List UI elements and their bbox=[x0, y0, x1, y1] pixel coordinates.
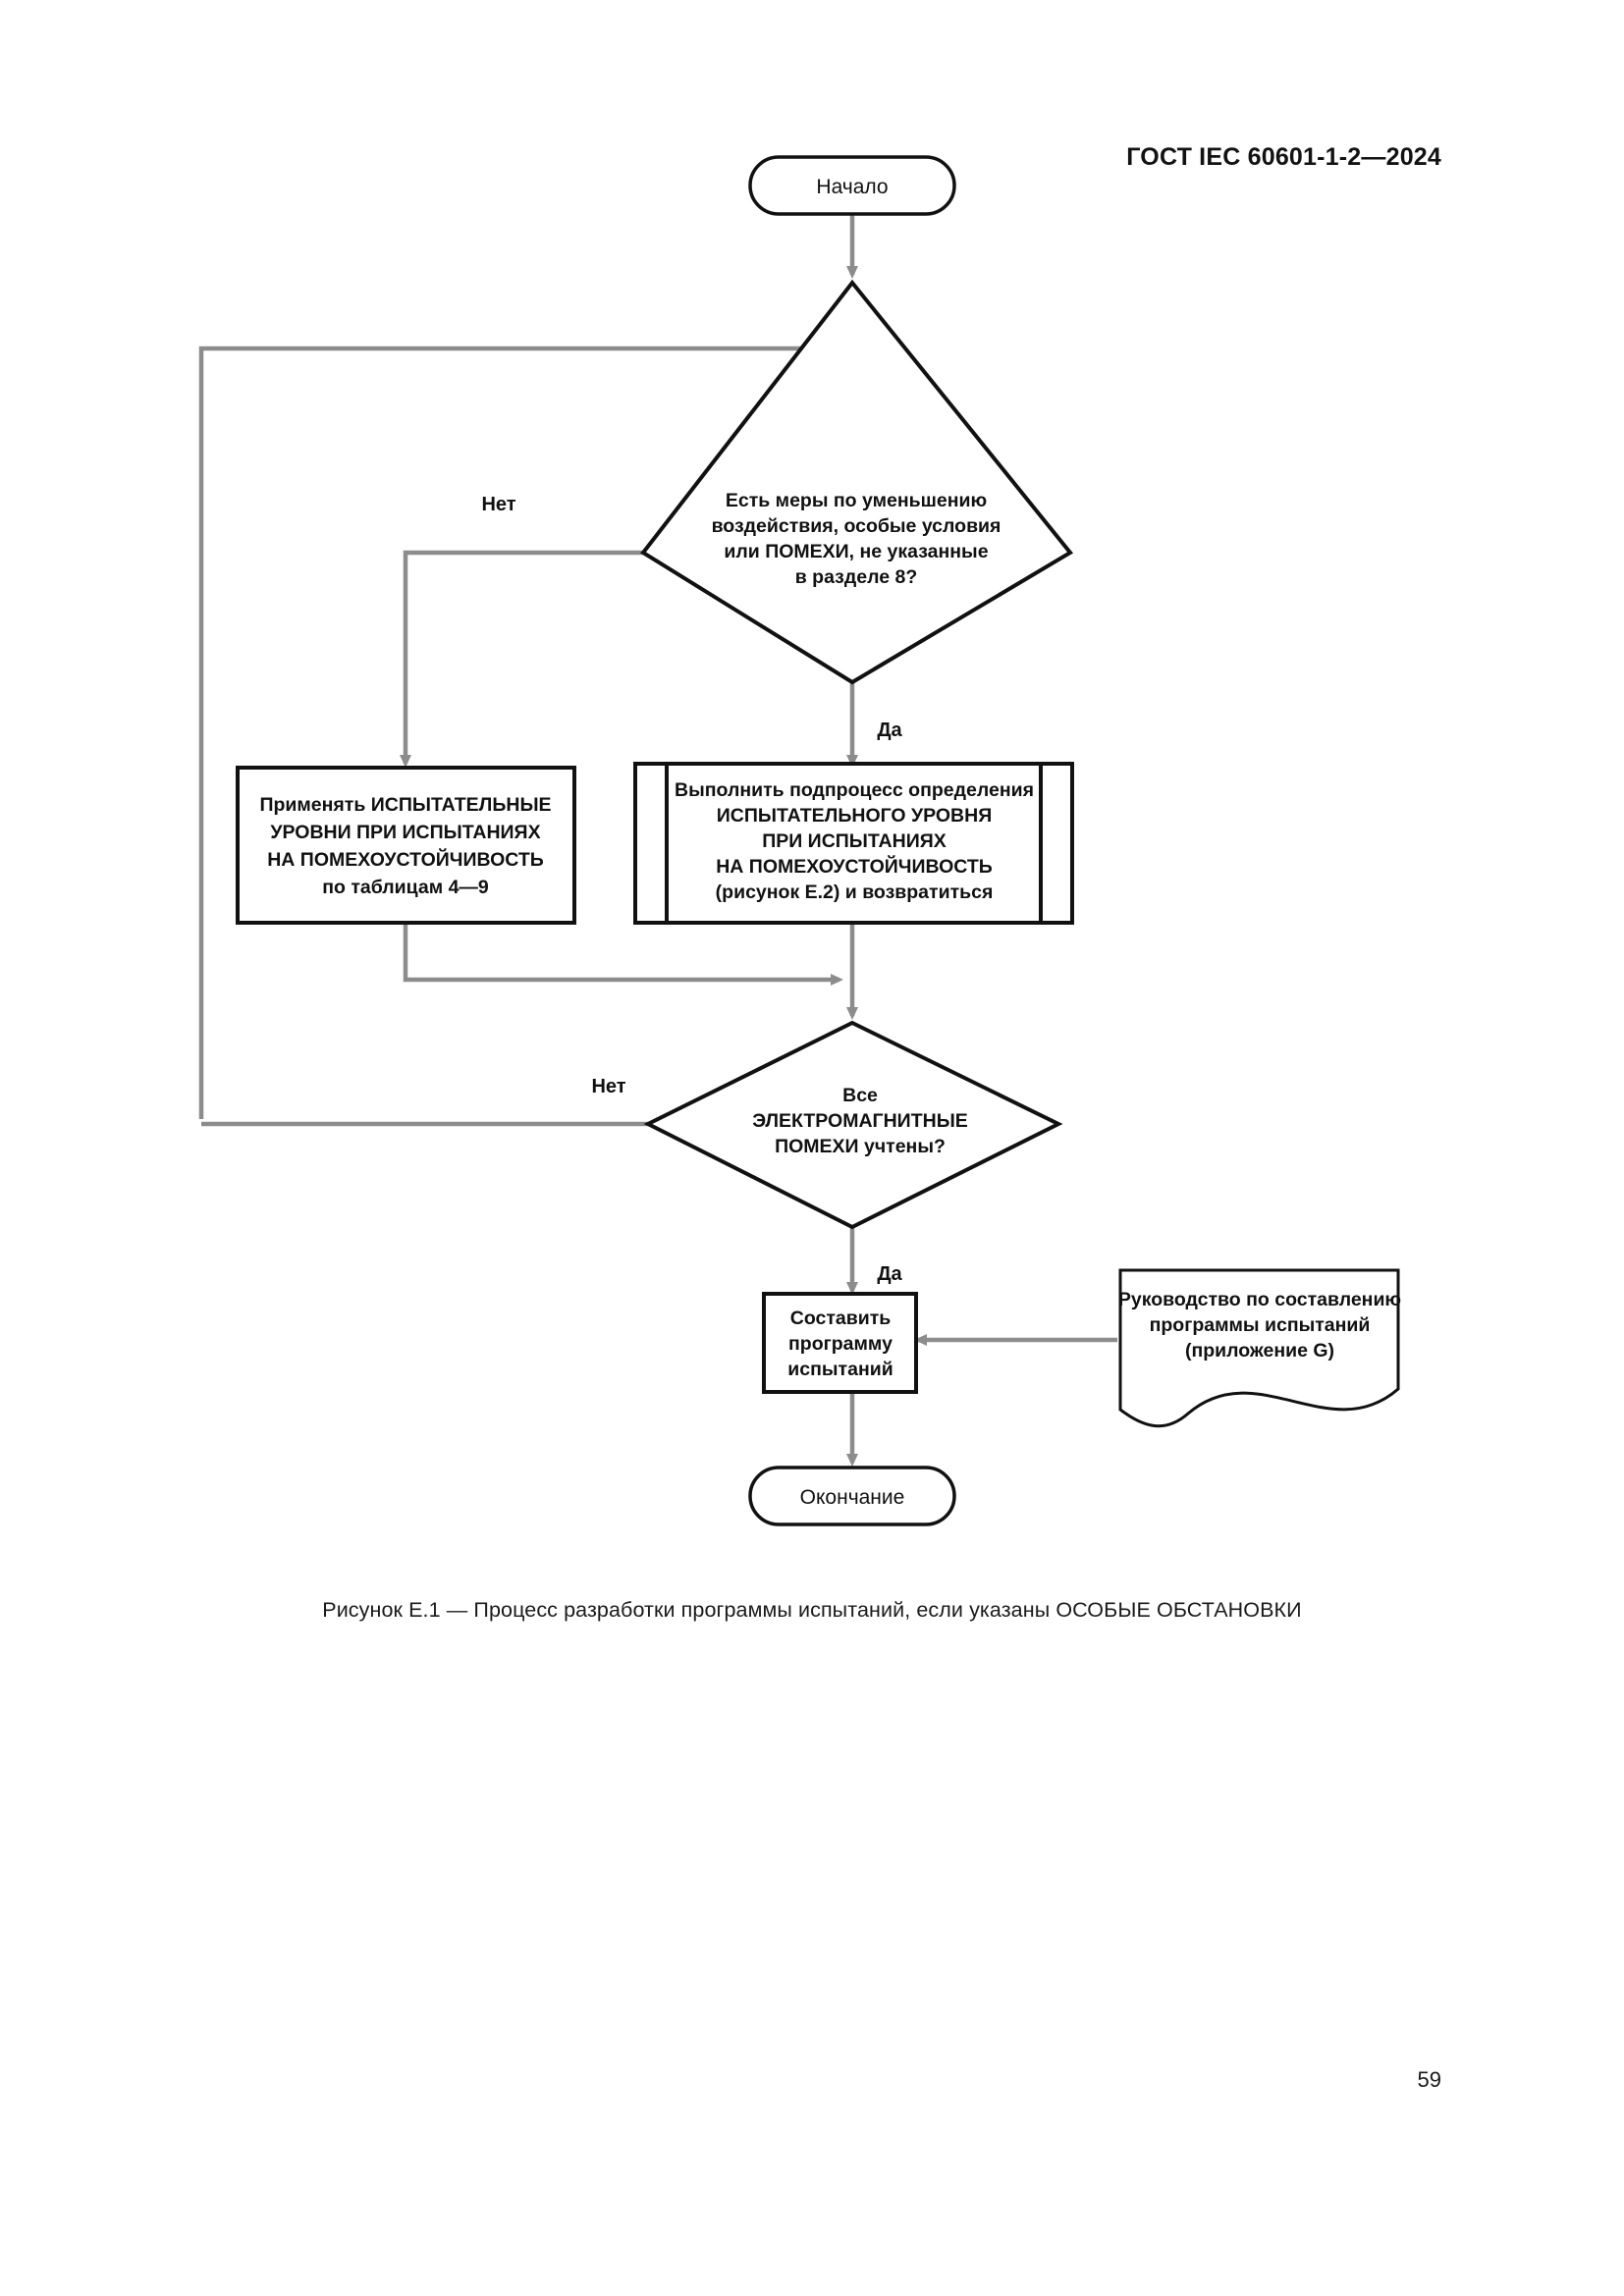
node-subprocess-right[interactable]: Выполнить подпроцесс определения ИСПЫТАТ… bbox=[633, 762, 1074, 925]
document-guide-line-2: программы испытаний bbox=[1150, 1314, 1371, 1336]
process-left-line-4: по таблицам 4—9 bbox=[322, 877, 489, 898]
decision-2-shape bbox=[643, 1020, 1063, 1230]
document-guide-line-3: (приложение G) bbox=[1185, 1340, 1334, 1362]
start-label: Начало bbox=[816, 176, 888, 198]
end-label: Окончание bbox=[800, 1486, 905, 1509]
end-shape bbox=[748, 1466, 956, 1526]
decision-2-line-3: ПОМЕХИ учтены? bbox=[775, 1136, 946, 1157]
process-left-line-3: НА ПОМЕХОУСТОЙЧИВОСТЬ bbox=[267, 847, 544, 871]
subprocess-right-shape bbox=[633, 762, 1074, 925]
node-document-guide[interactable]: Руководство по составлению программы исп… bbox=[1118, 1268, 1401, 1428]
subprocess-line-5: (рисунок E.2) и возвратиться bbox=[716, 881, 994, 903]
page-number: 59 bbox=[1417, 2067, 1441, 2092]
node-process-left[interactable]: Применять ИСПЫТАТЕЛЬНЫЕ УРОВНИ ПРИ ИСПЫТ… bbox=[236, 766, 576, 925]
connector-loopback-to-decision1 bbox=[198, 343, 843, 1119]
decision-2-line-1: Все bbox=[842, 1085, 878, 1106]
decision-2-line-2: ЭЛЕКТРОМАГНИТНЫЕ bbox=[752, 1110, 968, 1132]
process-compile-line-2: программу bbox=[788, 1333, 893, 1355]
figure-e1: Начало Есть меры по уменьшению воздейств… bbox=[0, 147, 1624, 1600]
start-shape bbox=[748, 155, 956, 216]
decision-1-no-label: Нет bbox=[481, 494, 515, 515]
decision-1-yes-label: Да bbox=[877, 720, 902, 741]
connector-process-left-to-merge bbox=[403, 923, 843, 986]
node-end[interactable]: Окончание bbox=[748, 1466, 956, 1526]
figure-caption: Рисунок E.1 — Процесс разработки програм… bbox=[322, 1598, 1302, 1622]
subprocess-line-2: ИСПЫТАТЕЛЬНОГО УРОВНЯ bbox=[717, 805, 992, 827]
process-compile-shape bbox=[762, 1292, 918, 1394]
process-compile-line-1: Составить bbox=[790, 1308, 892, 1329]
connector-decision1-no bbox=[400, 550, 643, 768]
document-guide-line-1: Руководство по составлению bbox=[1118, 1289, 1401, 1310]
node-decision-1[interactable]: Есть меры по уменьшению воздействия, осо… bbox=[640, 279, 1074, 685]
connector-layer bbox=[198, 212, 1117, 1467]
node-start[interactable]: Начало bbox=[748, 155, 956, 216]
document-header: ГОСТ IEC 60601-1-2—2024 bbox=[1126, 143, 1441, 171]
decision-1-line-1: Есть меры по уменьшению bbox=[726, 490, 987, 511]
subprocess-line-1: Выполнить подпроцесс определения bbox=[675, 779, 1034, 801]
process-left-shape bbox=[236, 766, 576, 925]
subprocess-line-4: НА ПОМЕХОУСТОЙЧИВОСТЬ bbox=[716, 854, 993, 878]
decision-1-shape bbox=[640, 279, 1074, 685]
process-left-line-2: УРОВНИ ПРИ ИСПЫТАНИЯХ bbox=[270, 822, 540, 843]
node-process-compile[interactable]: Составить программу испытаний bbox=[762, 1292, 918, 1394]
decision-2-yes-label: Да bbox=[877, 1263, 902, 1285]
decision-1-line-4: в разделе 8? bbox=[795, 566, 917, 588]
node-decision-2[interactable]: Все ЭЛЕКТРОМАГНИТНЫЕ ПОМЕХИ учтены? bbox=[643, 1020, 1063, 1230]
subprocess-line-3: ПРИ ИСПЫТАНИЯХ bbox=[762, 830, 947, 852]
process-left-line-1: Применять ИСПЫТАТЕЛЬНЫЕ bbox=[259, 794, 551, 816]
process-compile-line-3: испытаний bbox=[787, 1359, 893, 1380]
document-guide-shape bbox=[1118, 1268, 1400, 1428]
decision-1-line-3: или ПОМЕХИ, не указанные bbox=[724, 541, 988, 562]
flowchart-svg: Начало Есть меры по уменьшению воздейств… bbox=[198, 155, 1401, 1526]
decision-1-line-2: воздействия, особые условия bbox=[712, 515, 1001, 537]
decision-2-no-label: Нет bbox=[591, 1076, 625, 1097]
